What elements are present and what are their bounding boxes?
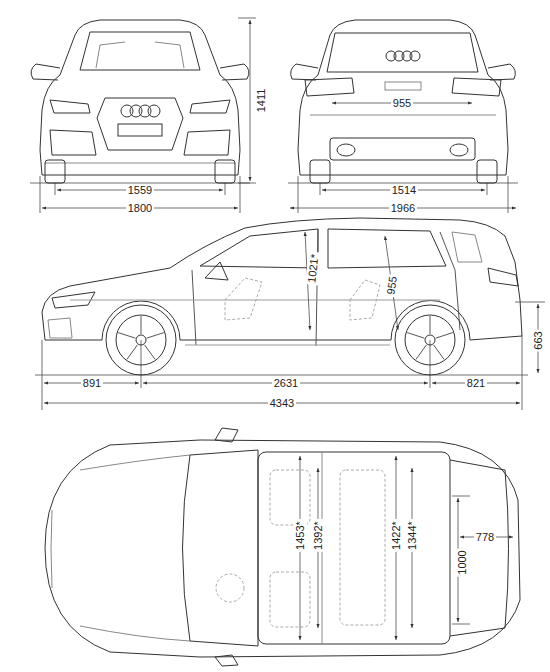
dimension-value: 4343 bbox=[268, 397, 296, 410]
wheel-spoke bbox=[407, 333, 424, 339]
wheel-spoke bbox=[145, 345, 156, 360]
dimension-value: 1514 bbox=[390, 184, 418, 197]
dimension-value: 1000 bbox=[455, 548, 468, 576]
dimension-value: 1800 bbox=[126, 202, 154, 215]
dimension-value: 891 bbox=[81, 377, 103, 390]
wheel-spoke bbox=[434, 345, 445, 360]
wheel-spoke bbox=[141, 316, 142, 334]
dimension-value: 2631 bbox=[272, 377, 300, 390]
wheel-spoke bbox=[127, 345, 138, 360]
dimension-value: 1021* bbox=[305, 251, 321, 285]
dimension-value: 1453* bbox=[293, 519, 306, 552]
dimension-value: 1392* bbox=[311, 519, 324, 552]
dimension-value: 778 bbox=[474, 531, 496, 544]
dimension-value: 663 bbox=[531, 329, 544, 351]
wheel-spoke bbox=[147, 333, 164, 339]
dimension-value: 1344* bbox=[405, 519, 418, 552]
dimension-value: 1966 bbox=[389, 202, 417, 215]
dimension-value: 821 bbox=[465, 377, 487, 390]
dimension-value: 1559 bbox=[126, 184, 154, 197]
dimension-value: 955 bbox=[384, 273, 400, 297]
wheel-spoke bbox=[436, 333, 453, 339]
dimension-value: 955 bbox=[391, 97, 413, 110]
wheel-spoke bbox=[416, 345, 427, 360]
wheel-spoke bbox=[430, 316, 431, 334]
dimension-value: 1422* bbox=[389, 519, 402, 552]
wheel-spoke bbox=[118, 333, 135, 339]
dimension-value: 1411 bbox=[256, 86, 269, 114]
